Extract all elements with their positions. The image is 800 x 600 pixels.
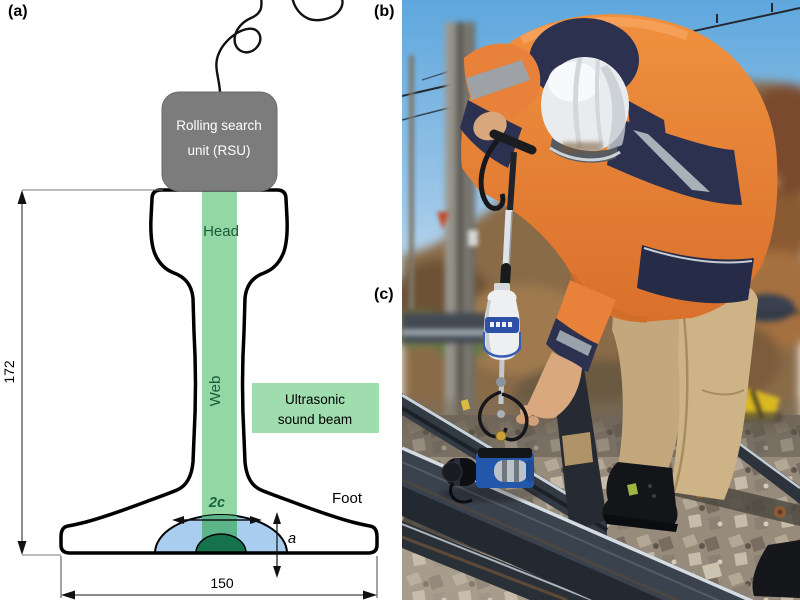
probe-pole-upper — [507, 151, 517, 211]
probe-handle — [489, 129, 537, 155]
crack-width-value: 2c — [208, 495, 225, 511]
crack-width-dimension: 2c — [172, 495, 262, 524]
probe-pole-silver — [502, 209, 513, 269]
panel-label-a: (a) — [8, 3, 28, 20]
couplant-bottle — [482, 283, 522, 360]
worker-helmet — [541, 57, 629, 163]
web-label: Web — [207, 376, 224, 407]
beam-legend-line2: sound beam — [278, 412, 352, 427]
height-value: 172 — [1, 360, 17, 384]
rsu-label-line1: Rolling search — [176, 118, 262, 133]
worker-trousers — [612, 282, 758, 500]
probe-hose-right — [500, 392, 529, 442]
panel-label-b: (b) — [374, 3, 395, 20]
rail-ultrasonic-diagram: Rolling search unit (RSU) Head Web Foot … — [1, 0, 379, 600]
worker-boots — [602, 462, 800, 598]
ultrasonic-beam — [202, 190, 237, 553]
crack-depth-value: a — [288, 531, 296, 547]
width-value: 150 — [210, 575, 234, 591]
rolling-search-unit-box — [161, 91, 278, 192]
head-label: Head — [203, 223, 239, 240]
beam-legend-line1: Ultrasonic — [285, 392, 345, 407]
probe-trolley — [440, 448, 540, 504]
panel-label-c: (c) — [374, 286, 394, 303]
rail-profile-outline — [59, 188, 379, 555]
beam-legend-box — [252, 383, 379, 433]
mast-marker-cone — [437, 212, 449, 230]
ultrasonic-probe-assembly — [440, 151, 540, 504]
height-dimension: 172 — [1, 189, 163, 556]
worker-left-arm — [460, 43, 541, 211]
rsu-cable-loop — [291, 0, 344, 22]
defect-core — [195, 533, 247, 554]
field-inspection-photo — [402, 0, 800, 600]
width-dimension: 150 — [60, 556, 378, 600]
rsu-label-line2: unit (RSU) — [187, 143, 250, 158]
foot-label: Foot — [332, 490, 363, 507]
crack-depth-dimension: a — [273, 512, 296, 578]
rsu-cable — [215, 0, 263, 94]
